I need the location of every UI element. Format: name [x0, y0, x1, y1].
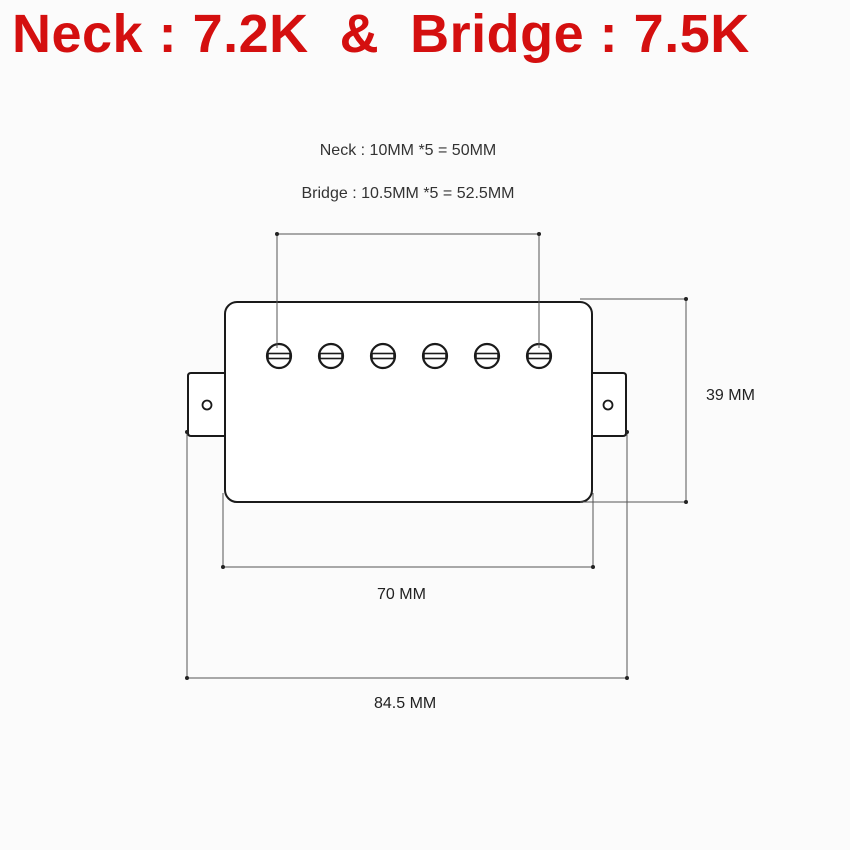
pole-pieces [265, 342, 553, 370]
pole-piece-screw [369, 342, 397, 370]
neck-spacing-label: Neck : 10MM *5 = 50MM [319, 142, 497, 159]
pole-piece-screw [265, 342, 293, 370]
bridge-spacing-label: Bridge : 10.5MM *5 = 52.5MM [301, 185, 515, 202]
right-mounting-ear [590, 372, 627, 437]
left-mounting-hole [201, 399, 213, 411]
height-dimension [580, 298, 687, 503]
total-width-dimension-label: 84.5 MM [374, 695, 437, 712]
body-width-dimension [222, 493, 594, 568]
page-title: Neck : 7.2K & Bridge : 7.5K [12, 4, 750, 64]
pickup-body [224, 301, 593, 503]
body-width-dimension-label: 70 MM [377, 586, 426, 603]
pole-piece-screw [525, 342, 553, 370]
pole-spacing-dimension [276, 233, 540, 348]
total-width-dimension [186, 432, 628, 679]
right-mounting-hole [602, 399, 614, 411]
pole-piece-screw [421, 342, 449, 370]
left-mounting-ear [187, 372, 228, 437]
pole-piece-screw [473, 342, 501, 370]
pole-piece-screw [317, 342, 345, 370]
height-dimension-label: 39 MM [706, 387, 755, 404]
